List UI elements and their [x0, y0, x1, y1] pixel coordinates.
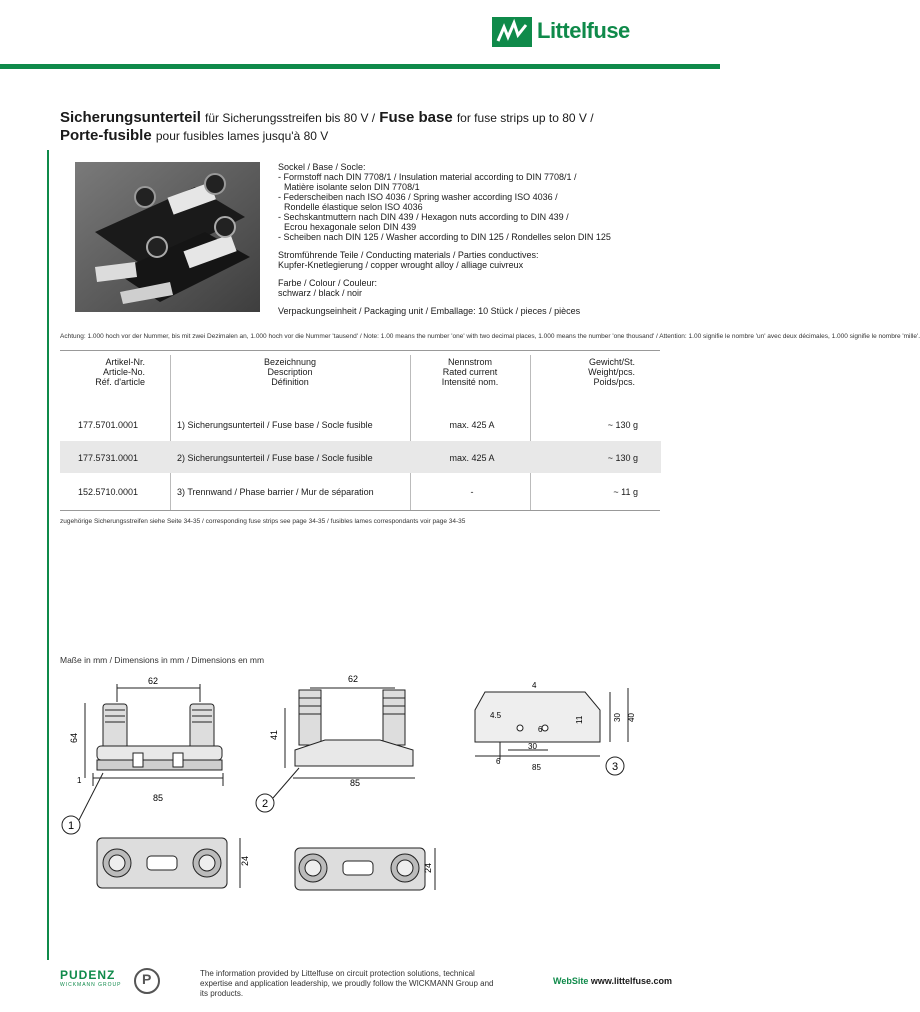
row-rating: max. 425 A	[449, 420, 495, 430]
footer-text: The information provided by Littelfuse o…	[200, 969, 494, 998]
spec-block: Sockel / Base / Socle: - Formstoff nach …	[278, 162, 618, 316]
row-rating: -	[470, 487, 474, 497]
header-line: Article-No.	[102, 367, 145, 377]
header-line: Rated current	[442, 367, 498, 377]
row-description: 2) Sicherungsunterteil / Fuse base / Soc…	[177, 453, 373, 463]
table-footnote: zugehörige Sicherungsstreifen siehe Seit…	[60, 518, 466, 525]
spec-line: Rondelle élastique selon ISO 4036	[284, 202, 423, 212]
row-weight: ~ 130 g	[607, 453, 638, 463]
product-photo	[75, 162, 260, 312]
title-fr: pour fusibles lames jusqu'à 80 V	[155, 129, 329, 143]
col-divider	[530, 355, 531, 510]
row-article: 177.5701.0001	[77, 420, 138, 430]
title-fr-bold: Porte-fusible	[60, 127, 152, 144]
dim-label: 4	[532, 681, 537, 690]
dim-label: 24	[240, 856, 250, 866]
header-line: Description	[267, 367, 313, 377]
spec-line: - Sechskantmuttern nach DIN 439 / Hexago…	[278, 212, 569, 222]
dim-label: 62	[348, 674, 358, 684]
littelfuse-logo-mark	[492, 17, 532, 47]
dim-label: 24	[423, 863, 433, 873]
decimal-note: Achtung: 1.000 hoch vor der Nummer, bis …	[60, 333, 920, 340]
table-top-rule	[60, 350, 660, 351]
row-rating: max. 425 A	[449, 453, 495, 463]
website[interactable]: WebSite www.littelfuse.com	[553, 976, 672, 986]
dim-label: 85	[350, 778, 360, 788]
pudenz-sub: WICKMANN GROUP	[60, 982, 122, 988]
dim-label: 40	[627, 713, 636, 722]
title-de: für Sicherungsstreifen bis 80 V /	[205, 111, 376, 125]
col-header-weight: Gewicht/St. Weight/pcs. Poids/pcs.	[545, 357, 635, 387]
col-header-description: Bezeichnung Description Définition	[175, 357, 405, 387]
col-divider	[170, 355, 171, 510]
header-line: Weight/pcs.	[588, 367, 635, 377]
header-rule	[0, 64, 720, 69]
header-line: Artikel-Nr.	[105, 357, 145, 367]
spec-line: - Federscheiben nach ISO 4036 / Spring w…	[278, 192, 558, 202]
callout-1: 1	[68, 820, 74, 832]
dim-label: 30	[613, 713, 622, 722]
table-bottom-rule	[60, 510, 660, 511]
row-article: 177.5731.0001	[77, 453, 138, 463]
title-line-2: Porte-fusible pour fusibles lames jusqu'…	[60, 127, 328, 144]
drawing-fuse-base-2: 62 41 85 24 2	[255, 674, 436, 891]
spec-conducting-heading: Stromführende Teile / Conducting materia…	[278, 250, 539, 260]
row-weight: ~ 11 g	[613, 487, 638, 497]
dim-label: 30	[528, 742, 537, 751]
spec-packaging: Verpackungseinheit / Packaging unit / Em…	[278, 306, 581, 316]
spec-line: Matière isolante selon DIN 7708/1	[284, 182, 420, 192]
table-row-highlight	[60, 441, 661, 473]
col-header-rating: Nennstrom Rated current Intensité nom.	[420, 357, 520, 387]
col-header-article: Artikel-Nr. Article-No. Réf. d'article	[60, 357, 145, 387]
title-de-bold: Sicherungsunterteil	[60, 109, 201, 126]
drawing-phase-barrier: 4 4.5 6 30 40 30 85 6 11 3	[474, 681, 636, 776]
brand-name: Littelfuse	[537, 18, 630, 43]
row-description: 3) Trennwand / Phase barrier / Mur de sé…	[177, 487, 374, 497]
spec-line: - Scheiben nach DIN 125 / Washer accordi…	[278, 232, 611, 242]
dim-label: 6	[496, 757, 501, 766]
dim-label: 85	[153, 793, 163, 803]
spec-colour-heading: Farbe / Colour / Couleur:	[278, 278, 378, 288]
row-description: 1) Sicherungsunterteil / Fuse base / Soc…	[177, 420, 373, 430]
callout-3: 3	[612, 761, 618, 773]
title-en: for fuse strips up to 80 V /	[456, 111, 594, 125]
dim-label: 4.5	[490, 711, 502, 720]
row-article: 152.5710.0001	[77, 487, 138, 497]
dim-label: 41	[269, 730, 279, 740]
dim-label: 11	[575, 715, 584, 724]
spec-line: schwarz / black / noir	[278, 288, 363, 298]
title-line-1: Sicherungsunterteil für Sicherungsstreif…	[60, 109, 594, 126]
spec-base-heading: Sockel / Base / Socle:	[278, 162, 366, 172]
dim-label: 1	[77, 776, 82, 785]
spec-line: Ecrou hexagonale selon DIN 439	[284, 222, 417, 232]
row-weight: ~ 130 g	[607, 420, 638, 430]
spec-line: - Formstoff nach DIN 7708/1 / Insulation…	[278, 172, 577, 182]
header-line: Poids/pcs.	[593, 377, 635, 387]
header-line: Nennstrom	[447, 357, 492, 367]
website-label: WebSite	[553, 976, 589, 986]
title-en-bold: Fuse base	[379, 109, 453, 126]
header-line: Intensité nom.	[441, 377, 499, 387]
dim-label: 62	[148, 676, 158, 686]
header-line: Bezeichnung	[263, 357, 317, 367]
dim-label: 85	[532, 763, 541, 772]
website-url[interactable]: www.littelfuse.com	[590, 976, 673, 986]
header-line: Gewicht/St.	[588, 357, 635, 367]
left-margin-rule	[47, 150, 49, 960]
col-divider	[410, 355, 411, 510]
pudenz-logo: PUDENZ WICKMANN GROUP	[60, 968, 122, 988]
dim-label: 64	[69, 733, 79, 743]
dim-label: 6	[538, 725, 543, 734]
dimensions-label: Maße in mm / Dimensions in mm / Dimensio…	[60, 655, 265, 665]
pudenz-name: PUDENZ	[60, 968, 116, 982]
pudenz-mark-icon: P	[134, 968, 160, 994]
header-line: Définition	[271, 377, 309, 387]
header-line: Réf. d'article	[95, 377, 145, 387]
spec-line: Kupfer-Knetlegierung / copper wrought al…	[278, 260, 524, 270]
drawing-fuse-base-1: 62 64 1 85 24 1	[61, 676, 250, 889]
callout-2: 2	[262, 798, 268, 810]
